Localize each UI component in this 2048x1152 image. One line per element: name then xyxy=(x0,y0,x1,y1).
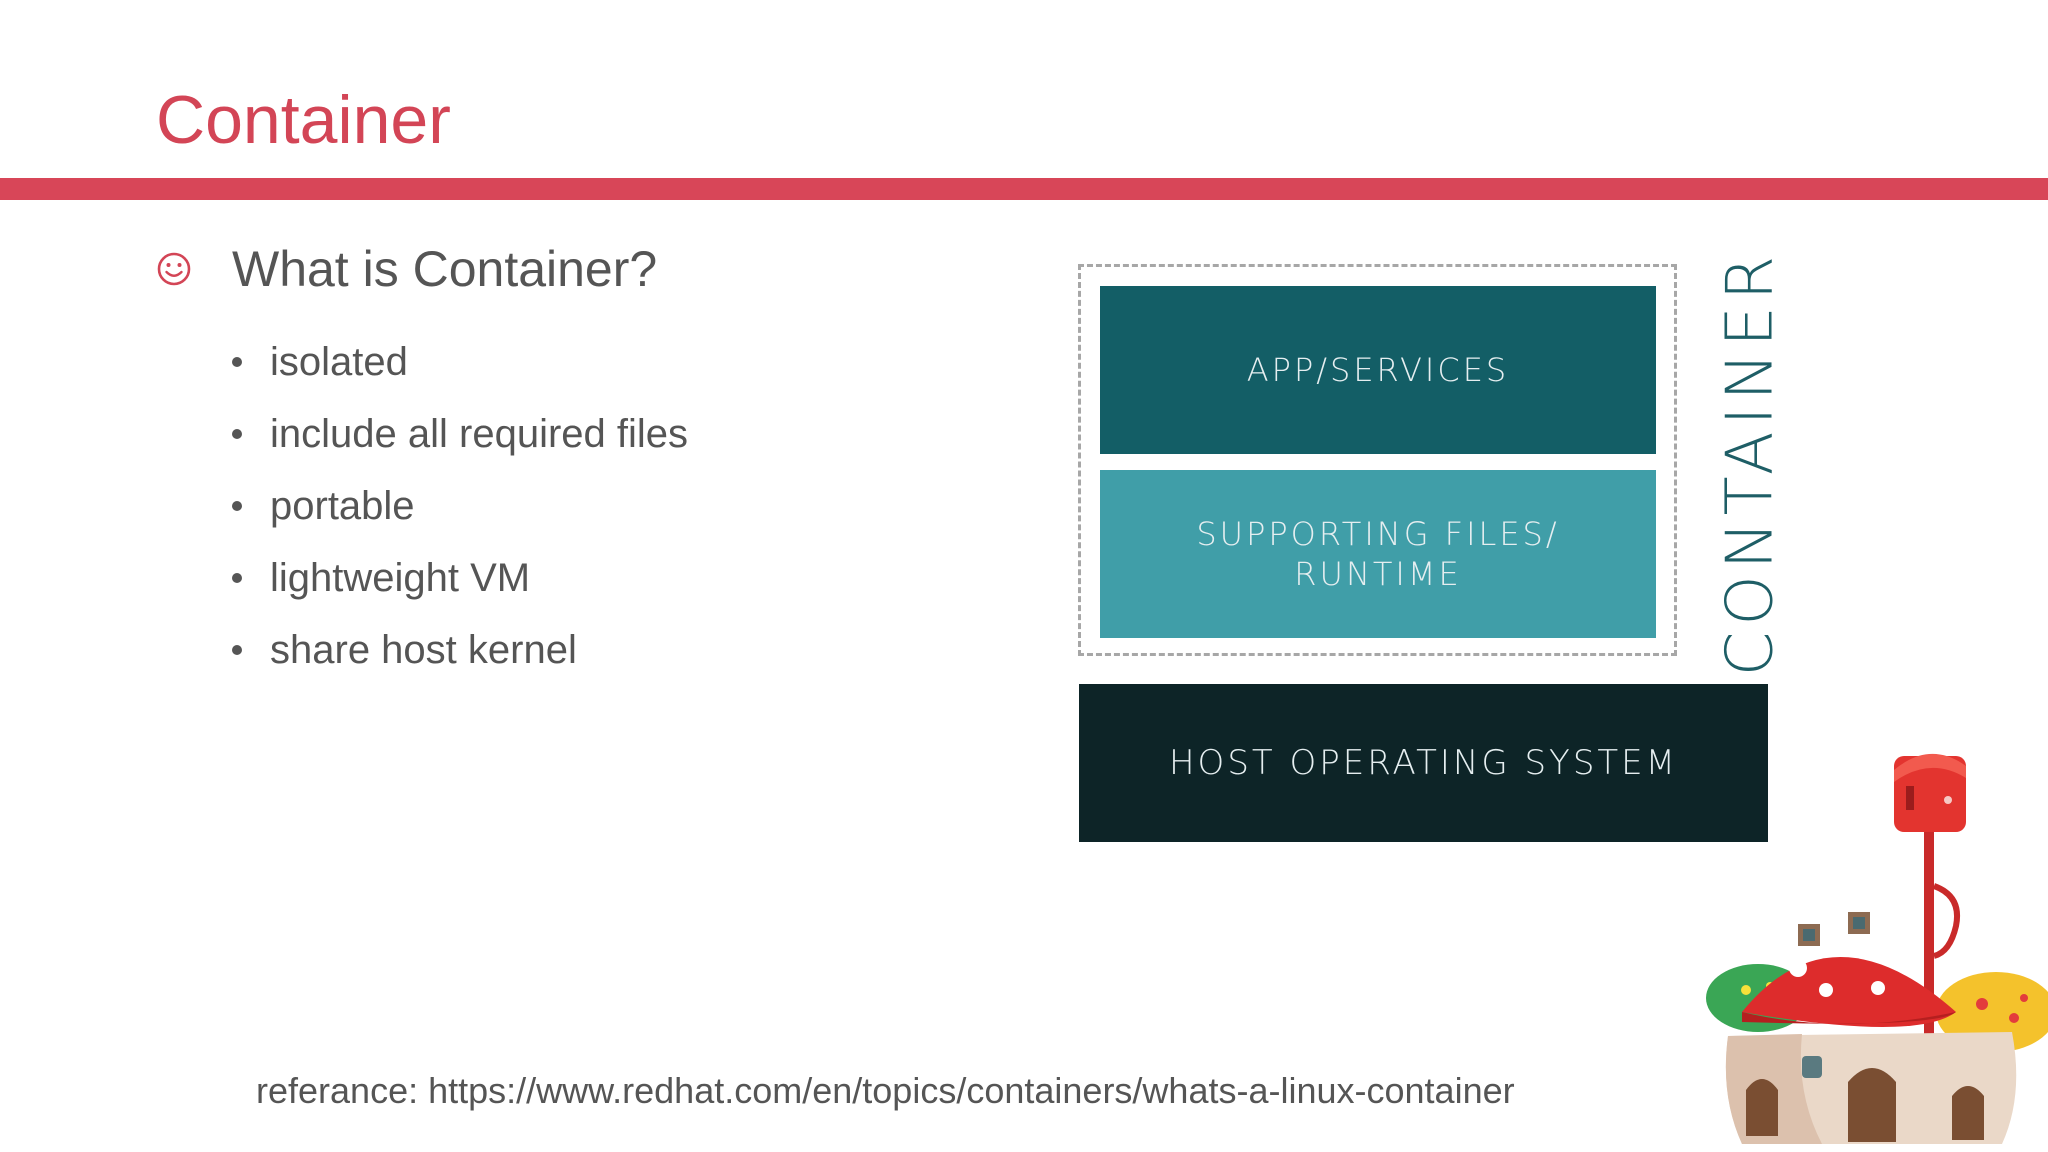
mushroom-house-illustration xyxy=(1706,753,2048,1144)
app-services-layer: APP/SERVICES xyxy=(1100,286,1656,454)
main-bullet-text: What is Container? xyxy=(232,241,658,297)
bullet-dot-icon xyxy=(232,357,242,367)
container-boundary xyxy=(1078,264,1677,656)
sub-bullet-list: isolated include all required files port… xyxy=(232,326,688,686)
sub-bullet-item: share host kernel xyxy=(232,614,688,686)
sub-bullet-text: isolated xyxy=(270,339,408,384)
sub-bullet-item: portable xyxy=(232,470,688,542)
sub-bullet-item: include all required files xyxy=(232,398,688,470)
sub-bullet-text: share host kernel xyxy=(270,627,577,672)
slide-title: Container xyxy=(156,82,451,158)
main-bullet: What is Container? xyxy=(156,244,657,294)
container-side-label: CONTAINER xyxy=(1713,250,1787,677)
container-side-label-text: CONTAINER xyxy=(1713,249,1787,677)
sub-bullet-item: isolated xyxy=(232,326,688,398)
reference-text: referance: https://www.redhat.com/en/top… xyxy=(256,1070,1515,1111)
bullet-dot-icon xyxy=(232,645,242,655)
host-os-layer: HOST OPERATING SYSTEM xyxy=(1079,684,1768,842)
title-underline-bar xyxy=(0,178,2048,200)
supporting-files-layer: SUPPORTING FILES/ RUNTIME xyxy=(1100,470,1656,638)
bullet-dot-icon xyxy=(232,501,242,511)
bullet-dot-icon xyxy=(232,573,242,583)
bullet-dot-icon xyxy=(232,429,242,439)
sub-bullet-text: lightweight VM xyxy=(270,555,531,600)
sub-bullet-item: lightweight VM xyxy=(232,542,688,614)
sub-bullet-text: portable xyxy=(270,483,415,528)
smiley-icon xyxy=(157,252,191,286)
sub-bullet-text: include all required files xyxy=(270,411,689,456)
container-diagram: APP/SERVICES SUPPORTING FILES/ RUNTIME H… xyxy=(1076,250,1787,846)
